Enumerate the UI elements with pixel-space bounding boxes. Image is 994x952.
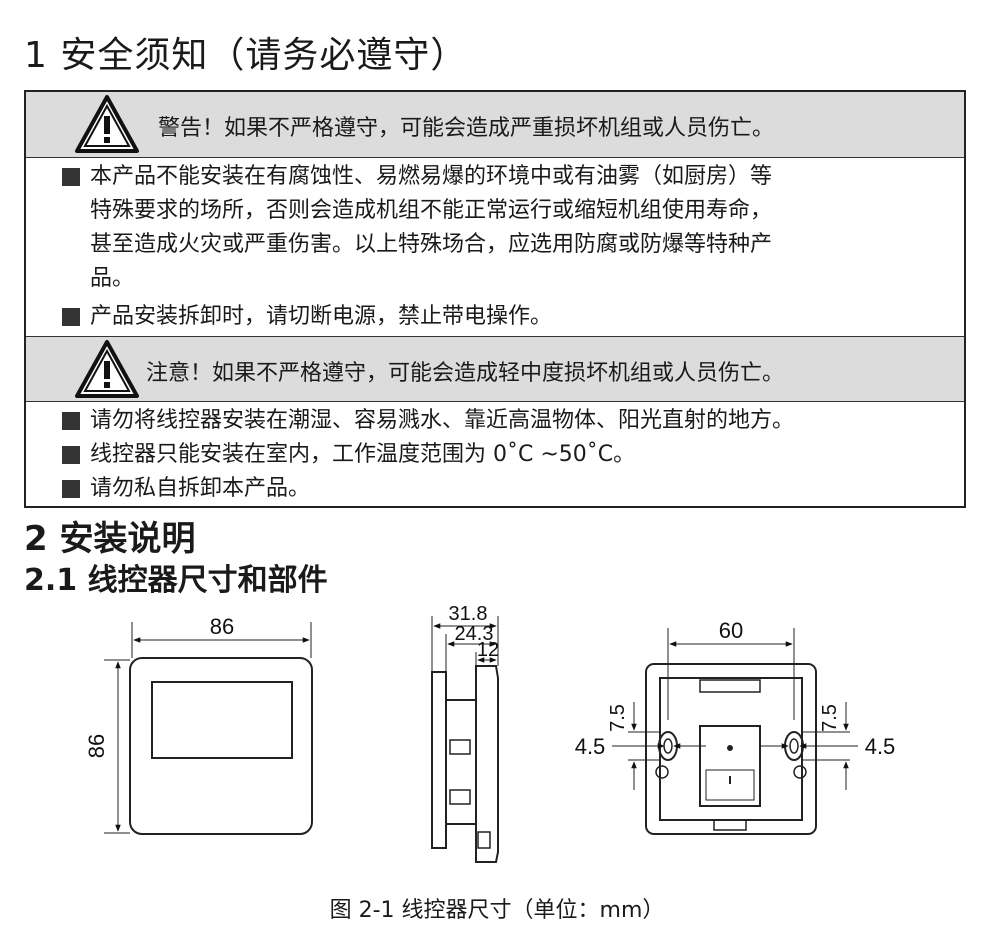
section2-subtitle: 2.1 线控器尺寸和部件 — [24, 563, 328, 598]
item-line: 品。 — [90, 266, 135, 291]
item-line: 请勿私自拆卸本产品。 — [90, 476, 311, 501]
warning-triangle-icon — [75, 340, 139, 398]
side-depth-body-label: 24.3 — [455, 623, 494, 645]
section2-title: 2 安装说明 — [24, 519, 196, 559]
front-view — [104, 622, 313, 835]
warning-header: 警告！如果不严格遵守，可能会造成严重损坏机组或人员伤亡。 — [26, 92, 964, 158]
front-height-label: 86 — [84, 734, 109, 758]
safety-notice-box: 警告！如果不严格遵守，可能会造成严重损坏机组或人员伤亡。 本产品不能安装在有腐蚀… — [24, 90, 966, 508]
item-line: 甚至造成火灾或严重伤害。以上特殊场合，应选用防腐或防爆等特种产 — [90, 232, 773, 257]
caution-text: 注意！如果不严格遵守，可能会造成轻中度损坏机组或人员伤亡。 — [146, 361, 785, 386]
side-depth-panel-label: 12 — [477, 639, 499, 661]
back-width-label: 60 — [719, 618, 743, 643]
square-bullet-icon — [62, 412, 80, 430]
square-bullet-icon — [62, 480, 80, 498]
item-line: 请勿将线控器安装在潮湿、容易溅水、靠近高温物体、阳光直射的地方。 — [90, 408, 795, 433]
dimension-drawing: 86 86 31.8 24.3 12 — [84, 603, 896, 863]
back-left-horizontal-label: 4.5 — [575, 734, 606, 759]
warning-triangle-icon — [75, 95, 139, 153]
caution-header: 注意！如果不严格遵守，可能会造成轻中度损坏机组或人员伤亡。 — [26, 336, 964, 402]
item-line: 线控器只能安装在室内，工作温度范围为 0˚C ~50˚C。 — [90, 442, 636, 467]
square-bullet-icon — [62, 308, 80, 326]
warning-text: 警告！如果不严格遵守，可能会造成严重损坏机组或人员伤亡。 — [158, 116, 775, 141]
square-bullet-icon — [62, 446, 80, 464]
figure-caption: 图 2-1 线控器尺寸（单位：mm） — [329, 898, 665, 923]
back-view — [612, 628, 858, 835]
front-width-label: 86 — [210, 614, 234, 639]
item-line: 本产品不能安装在有腐蚀性、易燃易爆的环境中或有油雾（如厨房）等 — [90, 164, 773, 189]
item-line: 特殊要求的场所，否则会造成机组不能正常运行或缩短机组使用寿命， — [90, 198, 773, 223]
square-bullet-icon — [62, 168, 80, 186]
side-depth-total-label: 31.8 — [449, 603, 488, 625]
back-right-vertical-label: 7.5 — [819, 704, 841, 732]
back-left-vertical-label: 7.5 — [607, 704, 629, 732]
section1-title: 1 安全须知（请务必遵守） — [24, 35, 468, 76]
side-view — [431, 616, 499, 863]
dimension-figure: 86 86 31.8 24.3 12 — [0, 600, 994, 880]
back-right-horizontal-label: 4.5 — [865, 734, 896, 759]
item-line: 产品安装拆卸时，请切断电源，禁止带电操作。 — [90, 304, 553, 329]
